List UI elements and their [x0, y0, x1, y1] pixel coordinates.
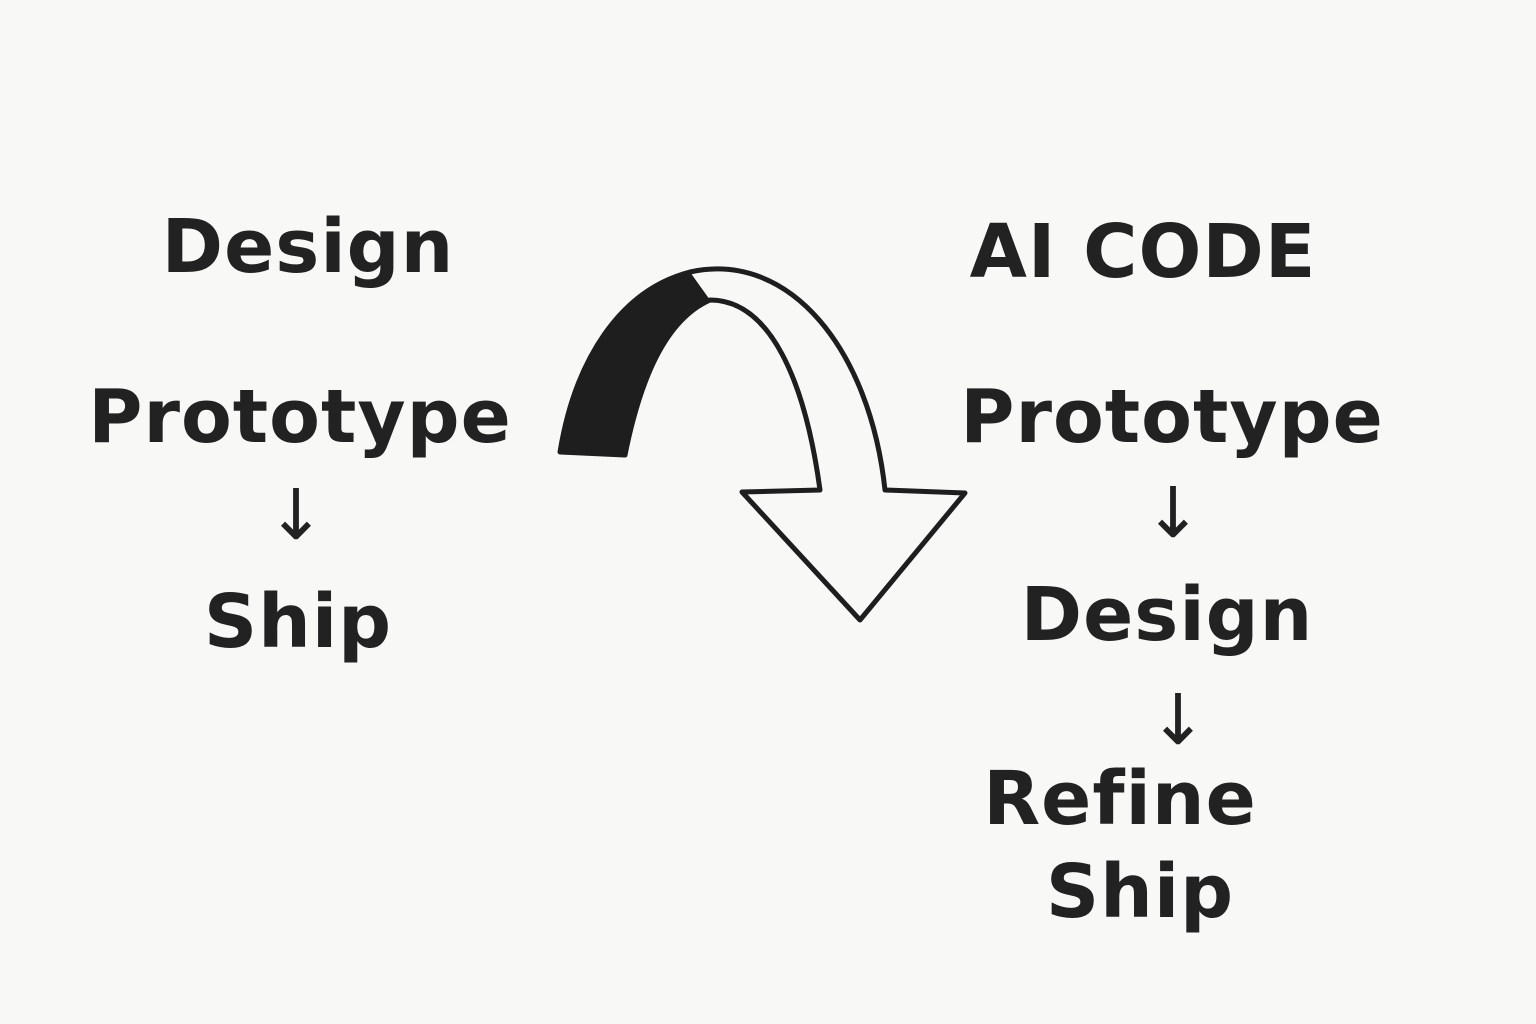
right-step-refine: Refine [983, 756, 1257, 842]
down-arrow-icon: ↓ [1143, 472, 1203, 554]
left-title: Design [161, 204, 455, 290]
left-step-prototype: Prototype [88, 374, 512, 460]
down-arrow-icon: ↓ [266, 474, 326, 556]
arrow-outline [557, 266, 968, 623]
right-step-prototype: Prototype [960, 374, 1384, 460]
right-title: AI CODE [969, 209, 1317, 295]
right-step-design: Design [1020, 572, 1314, 658]
right-step-ship: Ship [1045, 849, 1235, 935]
left-step-ship: Ship [203, 579, 393, 665]
down-arrow-icon: ↓ [1148, 679, 1208, 761]
arrow-band-filled [560, 272, 710, 455]
